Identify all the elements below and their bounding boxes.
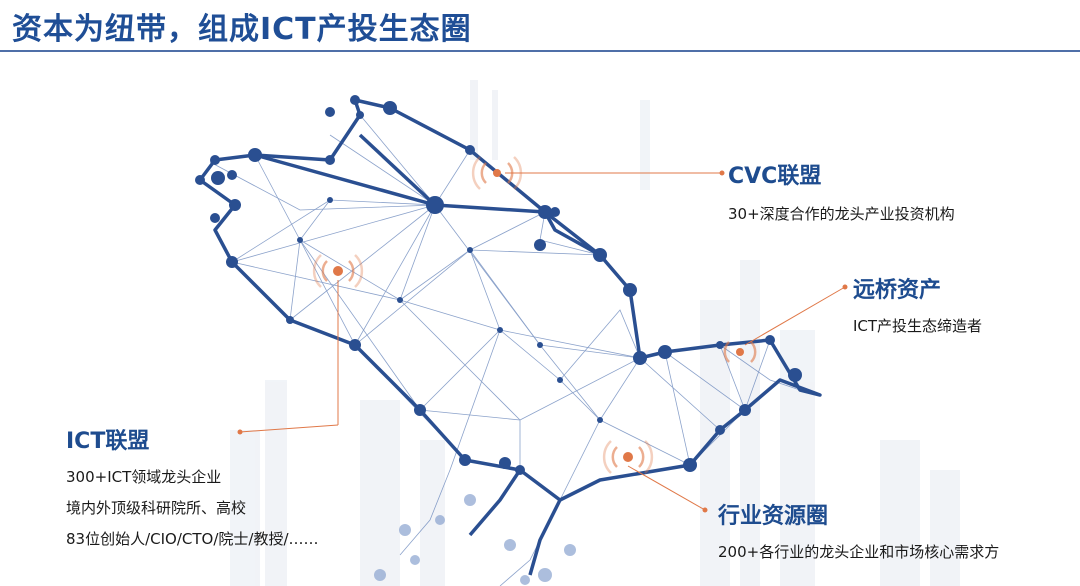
yuanqiao-assets-line-1: ICT产投生态缔造者 [853,317,983,335]
industry-resource-group: 行业资源圈 200+各行业的龙头企业和市场核心需求方 [718,498,999,566]
ict-alliance-title: ICT联盟 [66,429,150,454]
signal-marker-industry [602,440,654,474]
dove-nodes [195,95,802,475]
ict-alliance-line-3: 83位创始人/CIO/CTO/院士/教授/…… [66,530,319,548]
ict-alliance-group: ICT联盟 300+ICT领域龙头企业 境内外顶级科研院所、高校 83位创始人/… [66,423,319,553]
signal-marker-yuanqiao [723,341,757,363]
signal-markers [312,156,757,474]
yuanqiao-assets-title: 远桥资产 [853,278,942,303]
callout-lines [239,172,846,511]
yuanqiao-assets-group: 远桥资产 ICT产投生态缔造者 [853,272,982,340]
title-divider [0,50,1080,52]
industry-resource-title: 行业资源圈 [718,504,829,529]
faded-lower-nodes [374,494,576,585]
cvc-alliance-title: CVC联盟 [728,164,822,189]
signal-marker-ict [312,254,364,288]
cvc-alliance-group: CVC联盟 30+深度合作的龙头产业投资机构 [728,158,955,228]
industry-resource-line-1: 200+各行业的龙头企业和市场核心需求方 [718,543,1000,561]
page-title: 资本为纽带，组成ICT产投生态圈 [12,12,472,47]
ict-alliance-line-2: 境内外顶级科研院所、高校 [66,499,247,517]
ict-alliance-line-1: 300+ICT领域龙头企业 [66,468,222,486]
cvc-alliance-line-1: 30+深度合作的龙头产业投资机构 [728,205,955,223]
